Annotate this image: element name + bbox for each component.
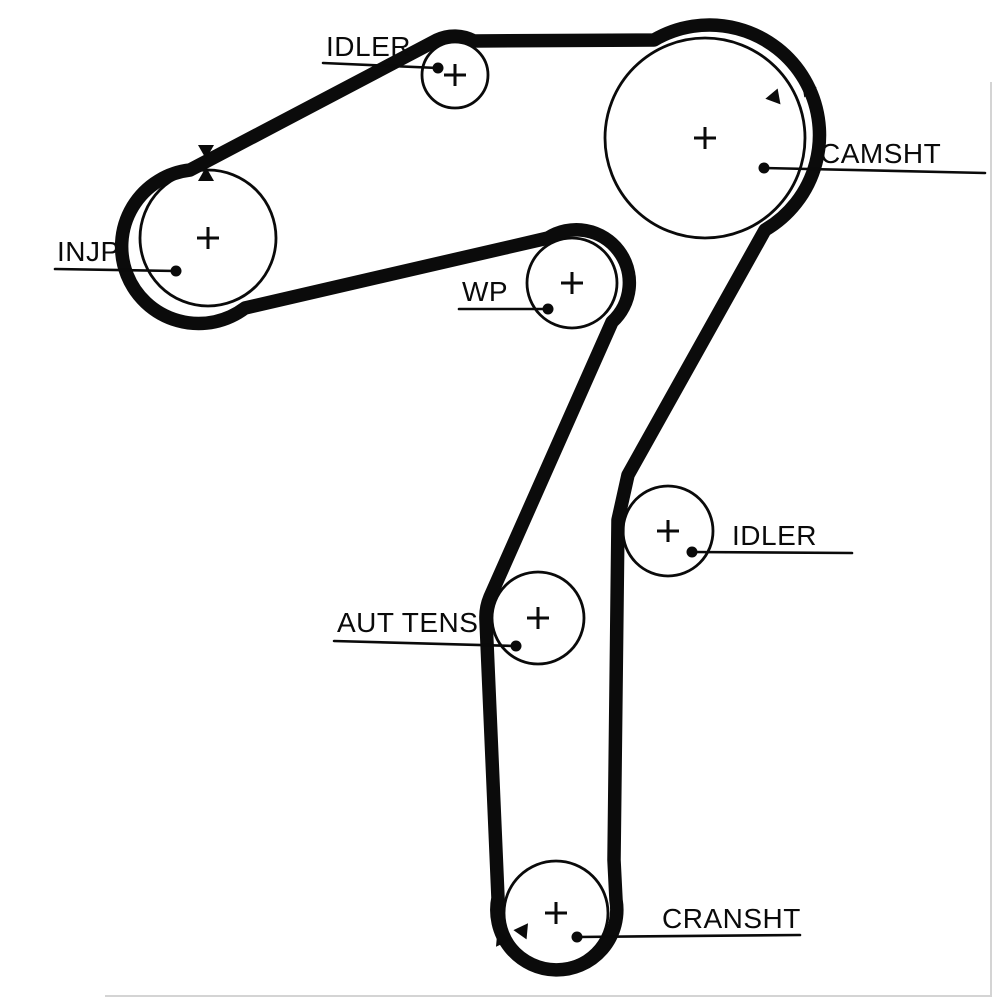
- pulley-label-crankshaft: CRANSHT: [662, 903, 801, 934]
- label-line-auto-tensioner: [332, 639, 518, 648]
- label-dot-water-pump: [542, 303, 554, 315]
- label-line-crankshaft: [575, 933, 802, 939]
- pulley-label-injection-pump: INJP: [57, 236, 120, 267]
- belt-path: [114, 18, 827, 977]
- timing-marker-crankshaft-mark-down: [495, 930, 511, 947]
- pulley-label-camshaft: CAMSHT: [820, 138, 941, 169]
- label-dot-idler-top: [432, 62, 444, 74]
- label-line-idler-top: [321, 61, 440, 70]
- label-line-idler-right: [690, 550, 854, 555]
- pulley-label-auto-tensioner: AUT TENS: [337, 607, 478, 638]
- timing-marker-injp-mark-up: [198, 167, 214, 181]
- timing-marker-injp-mark-down: [198, 145, 214, 159]
- label-dot-injection-pump: [170, 265, 182, 277]
- pulley-label-idler-right: IDLER: [732, 520, 817, 551]
- timing-marker-camshaft-mark-up: [801, 81, 817, 98]
- label-dot-camshaft: [758, 162, 770, 174]
- label-line-camshaft: [762, 166, 987, 175]
- label-dot-crankshaft: [571, 931, 583, 943]
- label-dot-auto-tensioner: [510, 640, 522, 652]
- pulley-label-idler-top: IDLER: [326, 31, 411, 62]
- label-dot-idler-right: [686, 546, 698, 558]
- timing-marker-crankshaft-mark-up: [513, 923, 529, 940]
- timing-marker-camshaft-mark-down: [765, 88, 781, 105]
- label-line-injection-pump: [53, 267, 178, 273]
- pulley-label-water-pump: WP: [462, 276, 508, 307]
